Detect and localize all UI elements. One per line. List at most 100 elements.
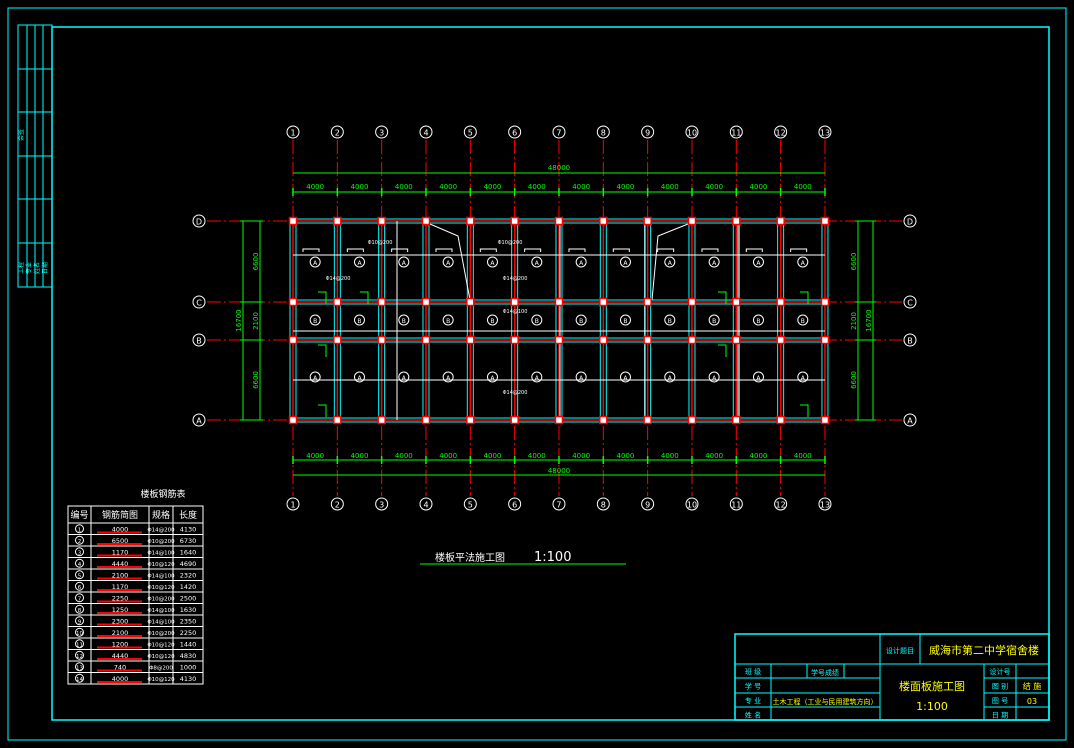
- rebar-shape-dimension: 2100: [112, 571, 129, 579]
- rebar-number-bubble: [75, 639, 84, 649]
- column: [466, 335, 475, 345]
- slab-label: A: [402, 260, 407, 267]
- dim-bay-top: 4000: [750, 183, 768, 191]
- axis-bubble-top: [818, 125, 832, 139]
- slab-label-bubble: [442, 314, 454, 326]
- rebar-table-header: 规格: [152, 509, 170, 521]
- student-id-label: 学号成绩: [811, 668, 839, 677]
- slab-label: B: [535, 318, 539, 325]
- dim-row-vertical: 6600: [252, 371, 260, 389]
- column: [820, 297, 830, 307]
- dim-bay-bottom: 4000: [528, 452, 546, 460]
- column: [288, 415, 298, 425]
- column: [820, 415, 830, 425]
- column: [687, 335, 697, 345]
- dim-total-vertical: 16700: [865, 309, 873, 331]
- dim-bay-top: 4000: [395, 183, 413, 191]
- rebar-number-bubble: [75, 673, 84, 683]
- rebar-number-bubble: [75, 570, 84, 580]
- slab-label: A: [535, 375, 540, 382]
- rebar-shape-dimension: 4000: [112, 675, 129, 683]
- slab-label-bubble: [398, 314, 410, 326]
- inner-frame: [51, 26, 1050, 721]
- column: [421, 216, 431, 226]
- column: [732, 216, 741, 226]
- axis-label-top: 9: [645, 129, 650, 138]
- axis-label-bottom: 8: [601, 501, 606, 510]
- axis-bubble-left: [192, 333, 206, 347]
- title-block-right-label: 图 别: [992, 682, 1008, 691]
- column: [687, 297, 697, 307]
- axis-bubble-bottom: [463, 497, 477, 511]
- rebar-spec: Φ10@120: [147, 642, 175, 648]
- column: [554, 297, 564, 307]
- axis-bubble-top: [596, 125, 610, 139]
- axis-label-bottom: 3: [379, 501, 384, 510]
- axis-bubble-bottom: [596, 497, 610, 511]
- rebar-number-bubble: [75, 650, 84, 660]
- slab-label: A: [490, 375, 495, 382]
- slab-label: A: [579, 260, 584, 267]
- slab-label: A: [712, 260, 717, 267]
- slab-label-bubble: [575, 314, 587, 326]
- axis-bubble-bottom: [774, 497, 788, 511]
- axis-bubble-right: [903, 295, 917, 309]
- axis-label-top: 7: [556, 129, 561, 138]
- side-strip-label: 专业: [25, 262, 33, 274]
- column: [466, 216, 475, 226]
- rebar-spec: Φ10@200: [147, 539, 175, 545]
- rebar-spec: Φ14@200: [147, 527, 175, 533]
- rebar-mark: [612, 248, 630, 252]
- slab-label-bubble: [575, 371, 587, 383]
- dim-bay-bottom: 4000: [439, 452, 457, 460]
- slab-label-bubble: [398, 256, 410, 268]
- dim-bay-top: 4000: [528, 183, 546, 191]
- slab-label: A: [623, 375, 628, 382]
- rebar-note: Φ14@200: [503, 390, 528, 396]
- column: [643, 297, 652, 307]
- axis-label-bottom: 10: [687, 501, 697, 510]
- slab-label: A: [756, 375, 761, 382]
- axis-bubble-left: [192, 413, 206, 427]
- axis-label-right: B: [907, 337, 913, 346]
- rebar-length: 1440: [180, 640, 197, 648]
- project-name: 威海市第二中学宿舍楼: [929, 643, 1039, 657]
- dim-bay-bottom: 4000: [484, 452, 502, 460]
- rebar-mark: [568, 248, 586, 252]
- slab-label: B: [801, 318, 805, 325]
- rebar-length: 1000: [180, 663, 197, 671]
- rebar-spec: Φ14@100: [147, 573, 175, 579]
- axis-bubble-top: [729, 125, 743, 139]
- rebar-note: Φ14@100: [503, 309, 528, 315]
- axis-label-right: C: [907, 299, 913, 308]
- rebar-length: 1630: [180, 606, 197, 614]
- slab-label: A: [313, 260, 318, 267]
- column: [820, 335, 830, 345]
- slab-label: A: [801, 375, 806, 382]
- rebar-number-bubble: [75, 535, 84, 545]
- rebar-length: 2320: [180, 571, 197, 579]
- rebar-shape-dimension: 740: [114, 663, 126, 671]
- axis-label-top: 12: [776, 129, 786, 138]
- rebar-mark: [479, 248, 497, 252]
- column: [599, 335, 608, 345]
- dim-bay-top: 4000: [617, 183, 635, 191]
- rebar-shape-dimension: 1200: [112, 640, 129, 648]
- rebar-mark-green: [318, 291, 327, 304]
- rebar-shape-dimension: 1170: [112, 548, 129, 556]
- dim-bay-top: 4000: [439, 183, 457, 191]
- slab-label-bubble: [442, 256, 454, 268]
- dim-total-bottom: 48000: [548, 467, 570, 475]
- axis-bubble-top: [774, 125, 788, 139]
- axis-label-top: 5: [468, 129, 473, 138]
- dim-bay-bottom: 4000: [661, 452, 679, 460]
- axis-label-top: 2: [335, 129, 340, 138]
- slab-label: A: [756, 260, 761, 267]
- rebar-number-bubble: [75, 547, 84, 557]
- slab-label: A: [668, 260, 673, 267]
- rebar-mark: [745, 248, 763, 252]
- rebar-length: 1420: [180, 583, 197, 591]
- stair-line: [651, 223, 689, 301]
- dim-bay-bottom: 4000: [794, 452, 812, 460]
